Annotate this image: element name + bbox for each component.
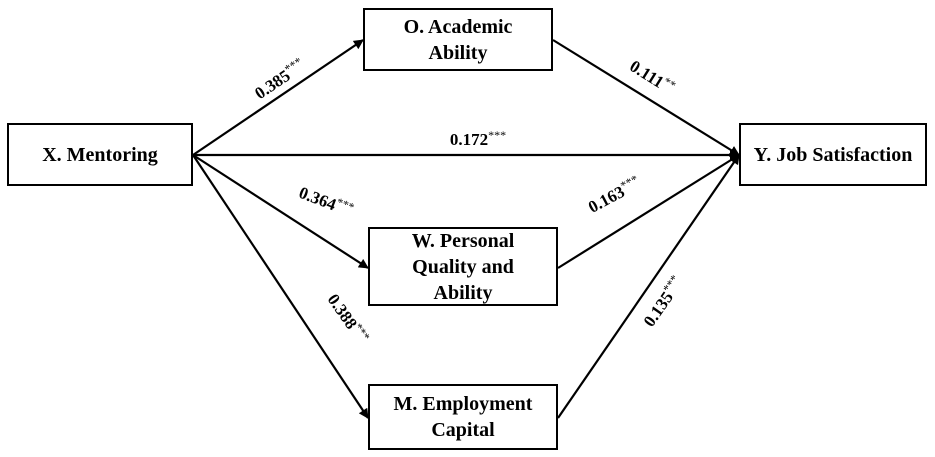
edge-m-to-y [557,154,740,419]
node-o-label-line-1: O. Academic [403,15,513,38]
node-w-label-line-2: Quality and [412,255,514,278]
edge-x-to-w [192,154,369,269]
node-x-mentoring: X. Mentoring [7,123,193,186]
coef-x-to-w: 0.364*** [296,181,356,221]
coef-m-to-y: 0.135*** [638,272,687,330]
node-m-label-line-2: Capital [431,419,495,441]
edge-w-to-y [557,154,740,269]
edge-x-to-o [192,39,364,156]
node-m-employment-capital: M. Employment Capital [368,384,558,450]
node-w-label-line-3: Ability [433,281,493,304]
coef-x-to-m: 0.388*** [324,289,373,347]
node-o-academic-ability: O. Academic Ability [363,8,553,71]
node-w-label-line-1: W. Personal [411,229,515,252]
node-o-label-line-2: Ability [428,41,488,64]
node-x-label: X. Mentoring [42,143,158,166]
coef-w-to-y: 0.163*** [584,172,644,217]
edge-o-to-y [552,39,740,156]
node-y-job-satisfaction: Y. Job Satisfaction [739,123,927,186]
node-y-label: Y. Job Satisfaction [753,143,913,166]
node-w-personal-quality: W. Personal Quality and Ability [368,227,558,306]
edge-x-to-m [192,154,369,419]
coef-x-to-y: 0.172*** [450,128,506,149]
coef-o-to-y: 0.111** [626,55,678,98]
node-m-label-line-1: M. Employment [393,393,533,415]
